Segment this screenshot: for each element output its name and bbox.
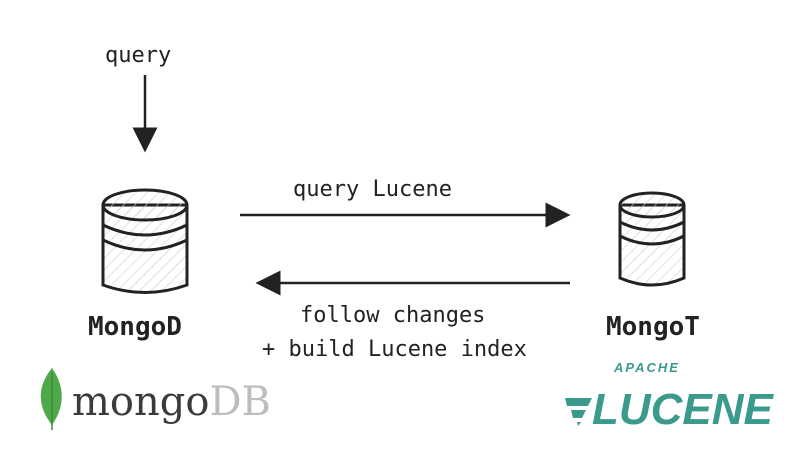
- mongod-label: MongoD: [88, 312, 182, 342]
- query-lucene-label: query Lucene: [293, 177, 452, 202]
- follow-changes-label: follow changes: [300, 303, 485, 328]
- mongod-database-icon: [101, 188, 189, 294]
- mongot-database-icon: [618, 191, 686, 287]
- apache-label: APACHE: [613, 360, 680, 375]
- build-index-label: + build Lucene index: [262, 337, 527, 362]
- query-label: query: [105, 43, 171, 68]
- lucene-label: LUCENE: [592, 385, 775, 434]
- mongot-label: MongoT: [606, 312, 700, 342]
- mongodb-logo-mongo: mongo: [72, 379, 209, 425]
- apache-lucene-logo: APACHE LUCENE: [565, 360, 775, 434]
- mongodb-logo-db: DB: [209, 379, 270, 425]
- mongodb-logo: mongoDB: [40, 368, 271, 430]
- lucene-mark-icon: [565, 398, 592, 426]
- svg-text:mongoDB: mongoDB: [72, 379, 271, 425]
